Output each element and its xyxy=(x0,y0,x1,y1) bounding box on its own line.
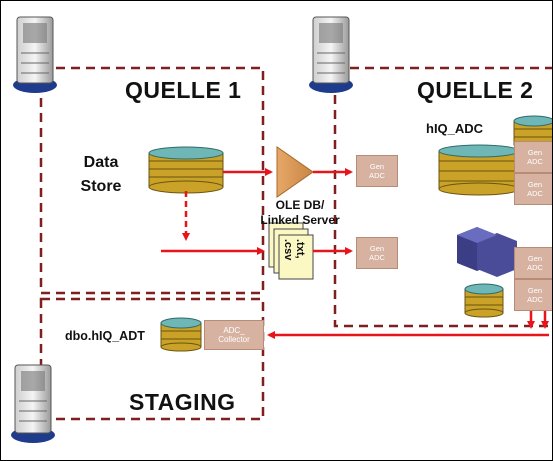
gen-adc-box: Gen ADC xyxy=(514,141,552,173)
quelle2-title: QUELLE 2 xyxy=(417,77,534,103)
file-type-line2: .csv xyxy=(282,239,294,261)
data-store-line1: Data xyxy=(83,154,119,171)
hiq-adc-label: hIQ_ADC xyxy=(426,121,484,136)
file-type-line1: .txt, xyxy=(294,239,306,259)
staging-region xyxy=(39,297,265,421)
triangle-adapter-icon xyxy=(276,146,314,198)
database-icon xyxy=(160,317,202,352)
quelle2-region xyxy=(333,66,552,328)
connector-line1: OLE DB/ xyxy=(275,198,325,212)
server-icon xyxy=(309,16,353,93)
data-store-label: Data Store xyxy=(71,151,131,199)
hiq-adt-label: dbo.hIQ_ADT xyxy=(65,329,145,343)
staging-title: STAGING xyxy=(129,389,236,415)
gen-adc-box: Gen ADC xyxy=(514,173,552,205)
database-icon xyxy=(148,146,224,194)
server-icon xyxy=(11,364,55,443)
gen-adc-box: Gen ADC xyxy=(514,247,552,279)
database-icon xyxy=(438,144,520,196)
quelle1-region xyxy=(39,66,265,295)
file-stack-icon xyxy=(268,222,314,280)
data-store-line2: Store xyxy=(80,178,122,195)
connector-label: OLE DB/ Linked Server xyxy=(257,198,343,228)
connector-line2: Linked Server xyxy=(260,213,340,227)
gen-adc-box: Gen ADC xyxy=(356,155,398,187)
server-icon xyxy=(13,16,57,93)
gen-adc-box: Gen ADC xyxy=(514,279,552,311)
adc-collector-box: ADC_ Collector xyxy=(204,320,264,350)
database-icon xyxy=(464,283,504,318)
file-type-label-text: .txt, .csv xyxy=(282,239,306,260)
cube-icon xyxy=(457,227,517,277)
quelle1-title: QUELLE 1 xyxy=(125,77,242,103)
gen-adc-box: Gen ADC xyxy=(356,237,398,269)
